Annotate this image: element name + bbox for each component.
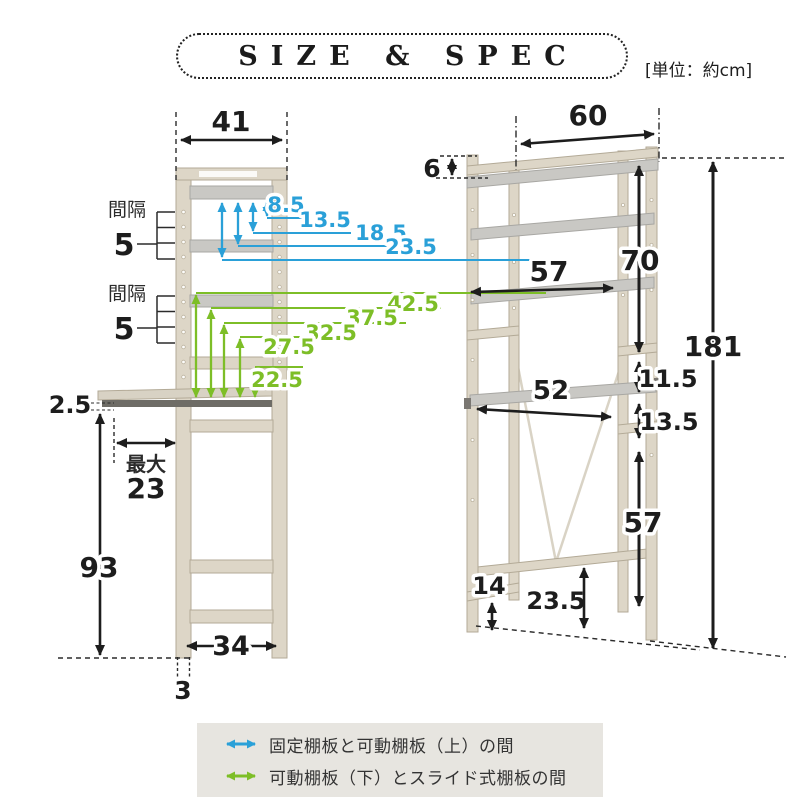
dim-arrow-52	[476, 404, 612, 422]
interval-upper-bracket	[137, 211, 175, 260]
left-rack-rail-3	[189, 559, 274, 574]
slide-end-cap-right	[654, 378, 661, 389]
interval-lower-label: 間隔	[108, 283, 146, 305]
left-rack-holes	[181, 209, 282, 380]
slide-end-cap-left	[464, 398, 471, 409]
legend-text-blue: 固定棚板と可動棚板（上）の間	[269, 736, 514, 757]
slide-max-value: 23	[127, 472, 166, 505]
left-rack-slide-board	[97, 386, 273, 401]
right-rack-front-left-post	[466, 154, 479, 633]
dim-11-5: 11.5	[638, 365, 697, 393]
cross-wire-left	[511, 340, 558, 563]
dim-34: 34	[212, 631, 250, 662]
right-rack-top-rail	[466, 147, 659, 176]
left-rack-rail-2	[189, 419, 274, 433]
interval-upper-label: 間隔	[108, 199, 146, 221]
dim-green-27-5: 27.5	[263, 335, 315, 359]
legend-text-green: 可動棚板（下）とスライド式棚板の間	[269, 768, 567, 789]
dim-14: 14	[472, 572, 505, 600]
dim-blue-23-5: 23.5	[385, 235, 437, 259]
dim-52: 52	[533, 376, 569, 406]
dim-181: 181	[684, 330, 742, 363]
left-rack-slide-rail	[102, 400, 272, 407]
dim-green-42-5: 42.5	[387, 292, 439, 316]
green-dimension-group: 42.5 37.5 32.5 27.5 22.5	[191, 289, 546, 398]
dim-60: 60	[569, 99, 608, 132]
left-rack-fixed-shelf	[189, 185, 274, 200]
left-dimensions: 41 間隔 5 間隔 5 8.5 13.5 18.5	[49, 105, 546, 705]
dim-2-5: 2.5	[49, 391, 92, 419]
dim-3: 3	[174, 676, 191, 705]
dim-blue-13-5: 13.5	[299, 208, 351, 232]
dim-arrow-60	[520, 129, 655, 149]
dim-green-22-5: 22.5	[251, 368, 303, 392]
right-rack-top-shelf	[466, 158, 659, 189]
legend-item-blue: 固定棚板と可動棚板（上）の間	[223, 732, 603, 757]
interval-lower-bracket	[137, 295, 175, 344]
dim-13-5: 13.5	[639, 408, 698, 436]
title-pill: SIZE & SPEC	[176, 33, 628, 79]
dim-green-37-5: 37.5	[346, 306, 398, 330]
legend-box: 固定棚板と可動棚板（上）の間 可動棚板（下）とスライド式棚板の間	[197, 723, 603, 797]
slide-max-label: 最大	[126, 452, 166, 476]
dim-93: 93	[80, 551, 119, 584]
left-rack-movable-shelf-lower	[189, 294, 274, 308]
blue-double-arrow-icon	[226, 739, 256, 749]
legend-item-green: 可動棚板（下）とスライド式棚板の間	[223, 764, 603, 789]
left-rack-drawing	[97, 167, 288, 659]
dim-57-lower: 57	[624, 506, 663, 539]
dim-23-5: 23.5	[526, 587, 585, 615]
right-dimensions: 60 6 70 57 11.5 52 13.5 57	[423, 99, 787, 658]
dim-57-inner: 57	[530, 255, 569, 288]
dim-arrow-57-inner	[470, 283, 614, 297]
left-rack-rail-4	[189, 609, 274, 624]
right-rack-side-rail-left-upper	[466, 325, 520, 341]
left-rack-top-slot	[199, 171, 257, 177]
dim-70: 70	[621, 244, 660, 277]
unit-note: [単位：約cm]	[645, 61, 753, 81]
interval-upper-value: 5	[114, 228, 135, 263]
dim-blue-8-5: 8.5	[267, 193, 304, 217]
blue-dimension-group: 8.5 13.5 18.5 23.5	[217, 190, 540, 263]
dim-6: 6	[423, 154, 440, 183]
right-rack-holes	[470, 197, 654, 502]
interval-lower-value: 5	[114, 312, 135, 347]
green-double-arrow-icon	[226, 771, 256, 781]
dim-41: 41	[212, 105, 251, 138]
dim-blue-18-5: 18.5	[355, 221, 407, 245]
right-rack-side-rail-left-lower	[466, 582, 520, 602]
right-rack-shelf-2	[470, 212, 655, 241]
dim-green-32-5: 32.5	[305, 321, 357, 345]
page-title: SIZE & SPEC	[238, 40, 579, 72]
